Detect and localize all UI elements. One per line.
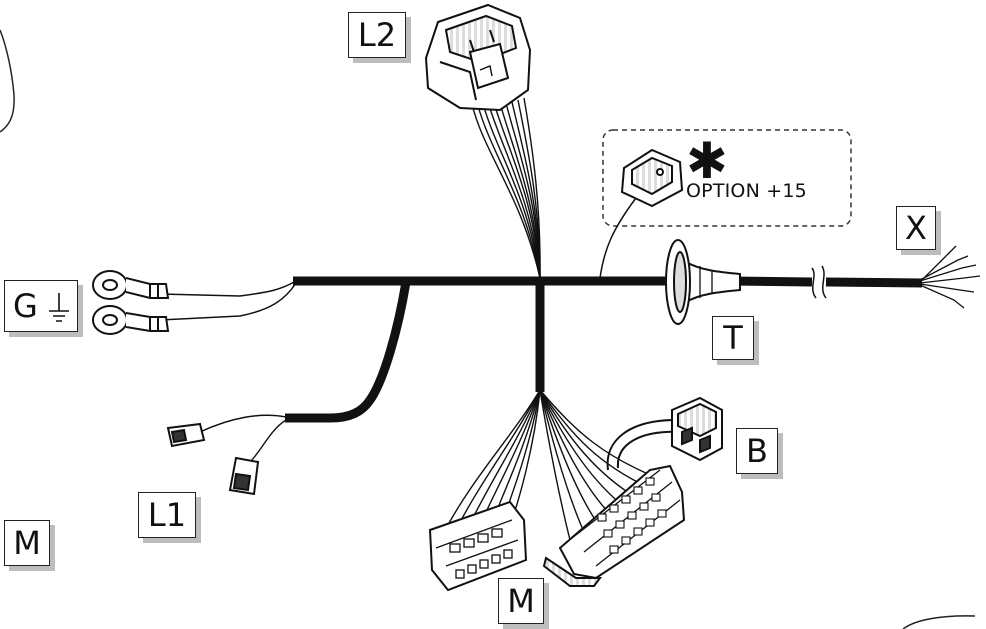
trunk-to-x-a: [729, 276, 813, 287]
edge-part-left: [0, 29, 15, 133]
label-m-bottom: M: [498, 578, 544, 624]
l2-wires: [469, 94, 541, 279]
m-connector-left: [428, 500, 528, 592]
branch-l1: [285, 281, 411, 423]
label-l1: L1: [138, 492, 196, 538]
ring-terminal-1: [92, 270, 170, 300]
l2-connector: [424, 3, 532, 112]
option-asterisk: ✱: [686, 132, 728, 190]
l1-plug-1: [166, 422, 206, 448]
label-g: G: [4, 280, 78, 332]
l1-plug-2: [228, 456, 260, 496]
option-connector: [620, 148, 684, 208]
edge-part-bottom-right: [902, 615, 976, 629]
b-wires: [606, 419, 683, 471]
ground-icon: [49, 293, 69, 322]
m-connector-right: [542, 464, 686, 587]
label-g-text: G: [13, 287, 38, 325]
cable-break-mark: [811, 265, 827, 299]
label-t: T: [712, 316, 754, 360]
ground-wires: [159, 280, 297, 321]
ring-terminal-2: [92, 305, 170, 335]
label-b: B: [736, 428, 778, 474]
option-box: [602, 129, 852, 227]
label-l2: L2: [348, 12, 406, 58]
label-x: X: [896, 206, 936, 250]
b-connector: [671, 396, 723, 462]
l1-wires: [199, 414, 287, 463]
grommet: [665, 239, 741, 325]
trunk-to-x-b: [825, 277, 923, 288]
m-splice: [537, 387, 543, 393]
option-wire: [599, 197, 637, 279]
label-m-left: M: [4, 520, 50, 566]
x-cable-ends: [919, 245, 981, 309]
option-label: OPTION +15: [686, 180, 807, 202]
